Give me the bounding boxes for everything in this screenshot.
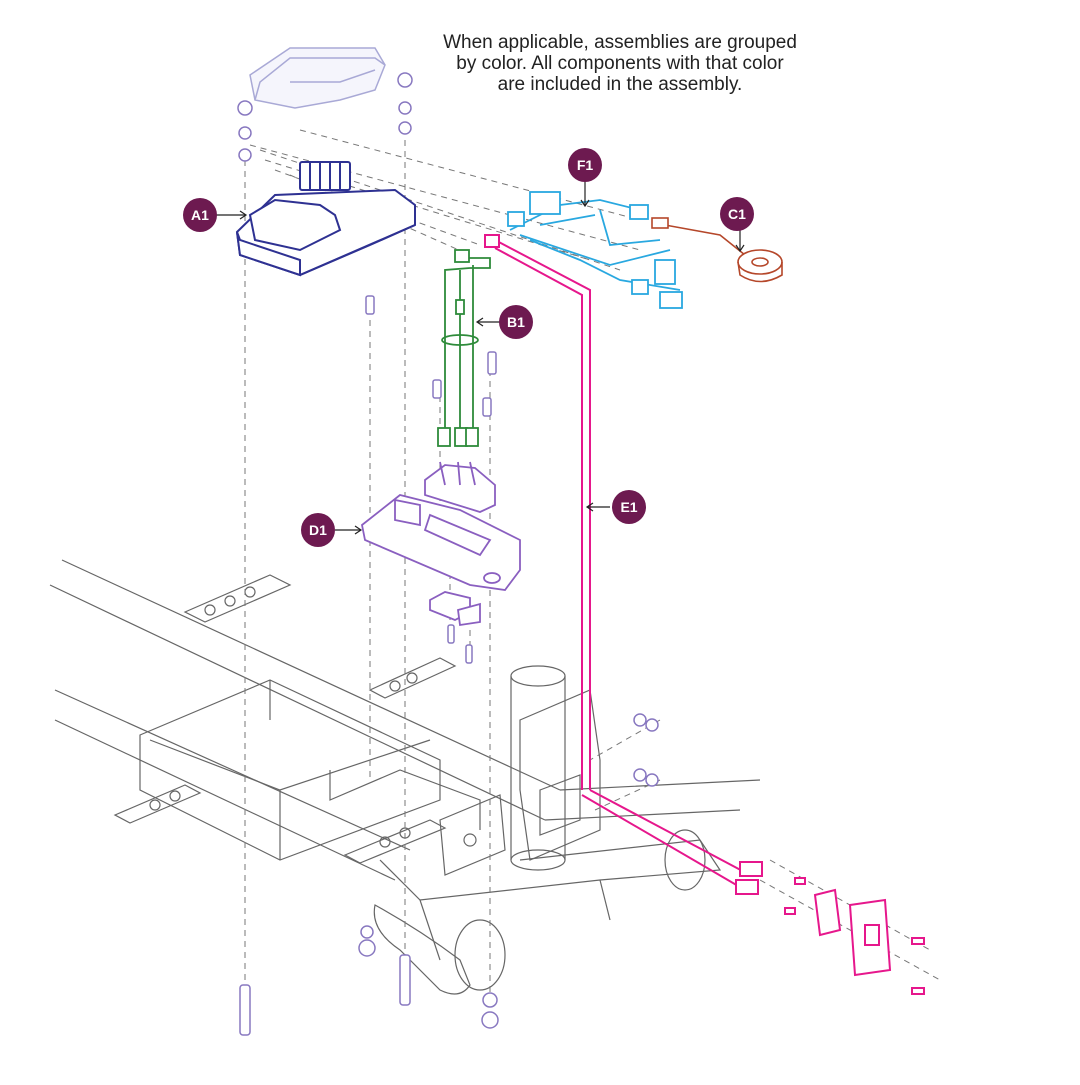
note-line-2: by color. All components with that color: [456, 53, 784, 74]
controller-a1: [235, 161, 416, 277]
harness-e1: [484, 234, 925, 995]
brake-module-c1: [651, 217, 783, 283]
callout-a1[interactable]: A1: [183, 198, 217, 232]
callout-d1[interactable]: D1: [301, 513, 335, 547]
hardware-fasteners: [237, 72, 659, 1036]
callout-f1[interactable]: F1: [568, 148, 602, 182]
bracket-d1: [361, 461, 521, 627]
controller-cover: [249, 47, 386, 109]
assembly-guide-lines: [244, 129, 941, 1010]
harness-b1: [437, 249, 491, 447]
callout-c1[interactable]: C1: [720, 197, 754, 231]
callout-b1[interactable]: B1: [499, 305, 533, 339]
harness-f1: [507, 191, 683, 309]
callout-e1[interactable]: E1: [612, 490, 646, 524]
note-line-1: When applicable, assemblies are grouped: [443, 32, 797, 53]
chassis-frame: [49, 559, 761, 995]
assembly-color-note: When applicable, assemblies are grouped …: [400, 32, 840, 95]
note-line-3: are included in the assembly.: [497, 74, 743, 95]
